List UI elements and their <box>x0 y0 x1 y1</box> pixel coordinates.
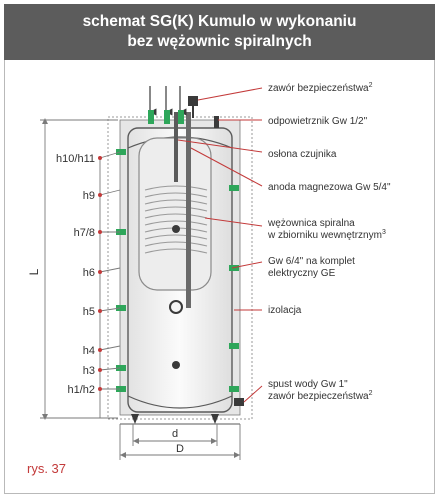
height-guides <box>40 119 121 419</box>
sensor-sleeve <box>174 112 178 182</box>
magnesium-anode <box>186 112 191 308</box>
callout-heater-line1: Gw 6/4" na komplet <box>268 256 355 267</box>
height-label-h1-h2: h1/h2 <box>67 384 95 396</box>
title-line-2: bez wężownic spiralnych <box>127 33 312 50</box>
callout-insulation: izolacja <box>268 305 302 316</box>
height-label-h9: h9 <box>83 190 95 202</box>
callout-drain-line1: spust wody Gw 1" <box>268 379 348 390</box>
port-h7-8 <box>172 225 180 233</box>
tank-bottom-dome <box>127 395 233 409</box>
inlet-connection-3 <box>178 110 184 124</box>
tank-feet <box>131 414 219 424</box>
callout-heater-line2: elektryczny GE <box>268 268 336 279</box>
callout-drain-line2: zawór bezpieczeństwa2 <box>268 390 373 402</box>
heater-port <box>169 300 183 314</box>
inlet-arrows <box>149 86 187 116</box>
inlet-connection-2 <box>164 110 170 124</box>
dimension-D: D <box>176 443 184 455</box>
vent-valve <box>214 116 219 128</box>
height-label-h7-8: h7/8 <box>74 227 95 239</box>
callout-sensor-cover: osłona czujnika <box>268 149 337 160</box>
height-label-h6: h6 <box>83 267 95 279</box>
height-tick-markers <box>98 156 102 391</box>
safety-valve-top <box>188 96 198 106</box>
dimension-L: L <box>27 268 41 275</box>
diagram-title: schemat SG(K) Kumulo w wykonaniu bez węż… <box>4 4 435 60</box>
drain-valve <box>234 398 244 406</box>
height-label-h3: h3 <box>83 365 95 377</box>
tank-top-dome <box>127 136 233 149</box>
height-label-h5: h5 <box>83 306 95 318</box>
figure-label: rys. 37 <box>27 461 67 476</box>
dimension-d: d <box>172 428 178 440</box>
port-h3 <box>172 361 180 369</box>
callout-coil-line2: w zbiorniku wewnętrznym3 <box>267 229 386 241</box>
height-label-h4: h4 <box>83 345 95 357</box>
callout-anode: anoda magnezowa Gw 5/4" <box>268 182 391 193</box>
callout-coil-line1: wężownica spiralna <box>267 218 355 229</box>
width-guides <box>119 424 241 460</box>
callout-vent: odpowietrznik Gw 1/2" <box>268 116 368 127</box>
callout-safety-valve: zawór bezpieczeństwa2 <box>268 82 373 94</box>
title-line-1: schemat SG(K) Kumulo w wykonaniu <box>82 13 357 30</box>
height-label-h10-h11: h10/h11 <box>56 153 95 165</box>
inlet-connection-1 <box>148 110 154 124</box>
callout-lines <box>177 87 263 403</box>
